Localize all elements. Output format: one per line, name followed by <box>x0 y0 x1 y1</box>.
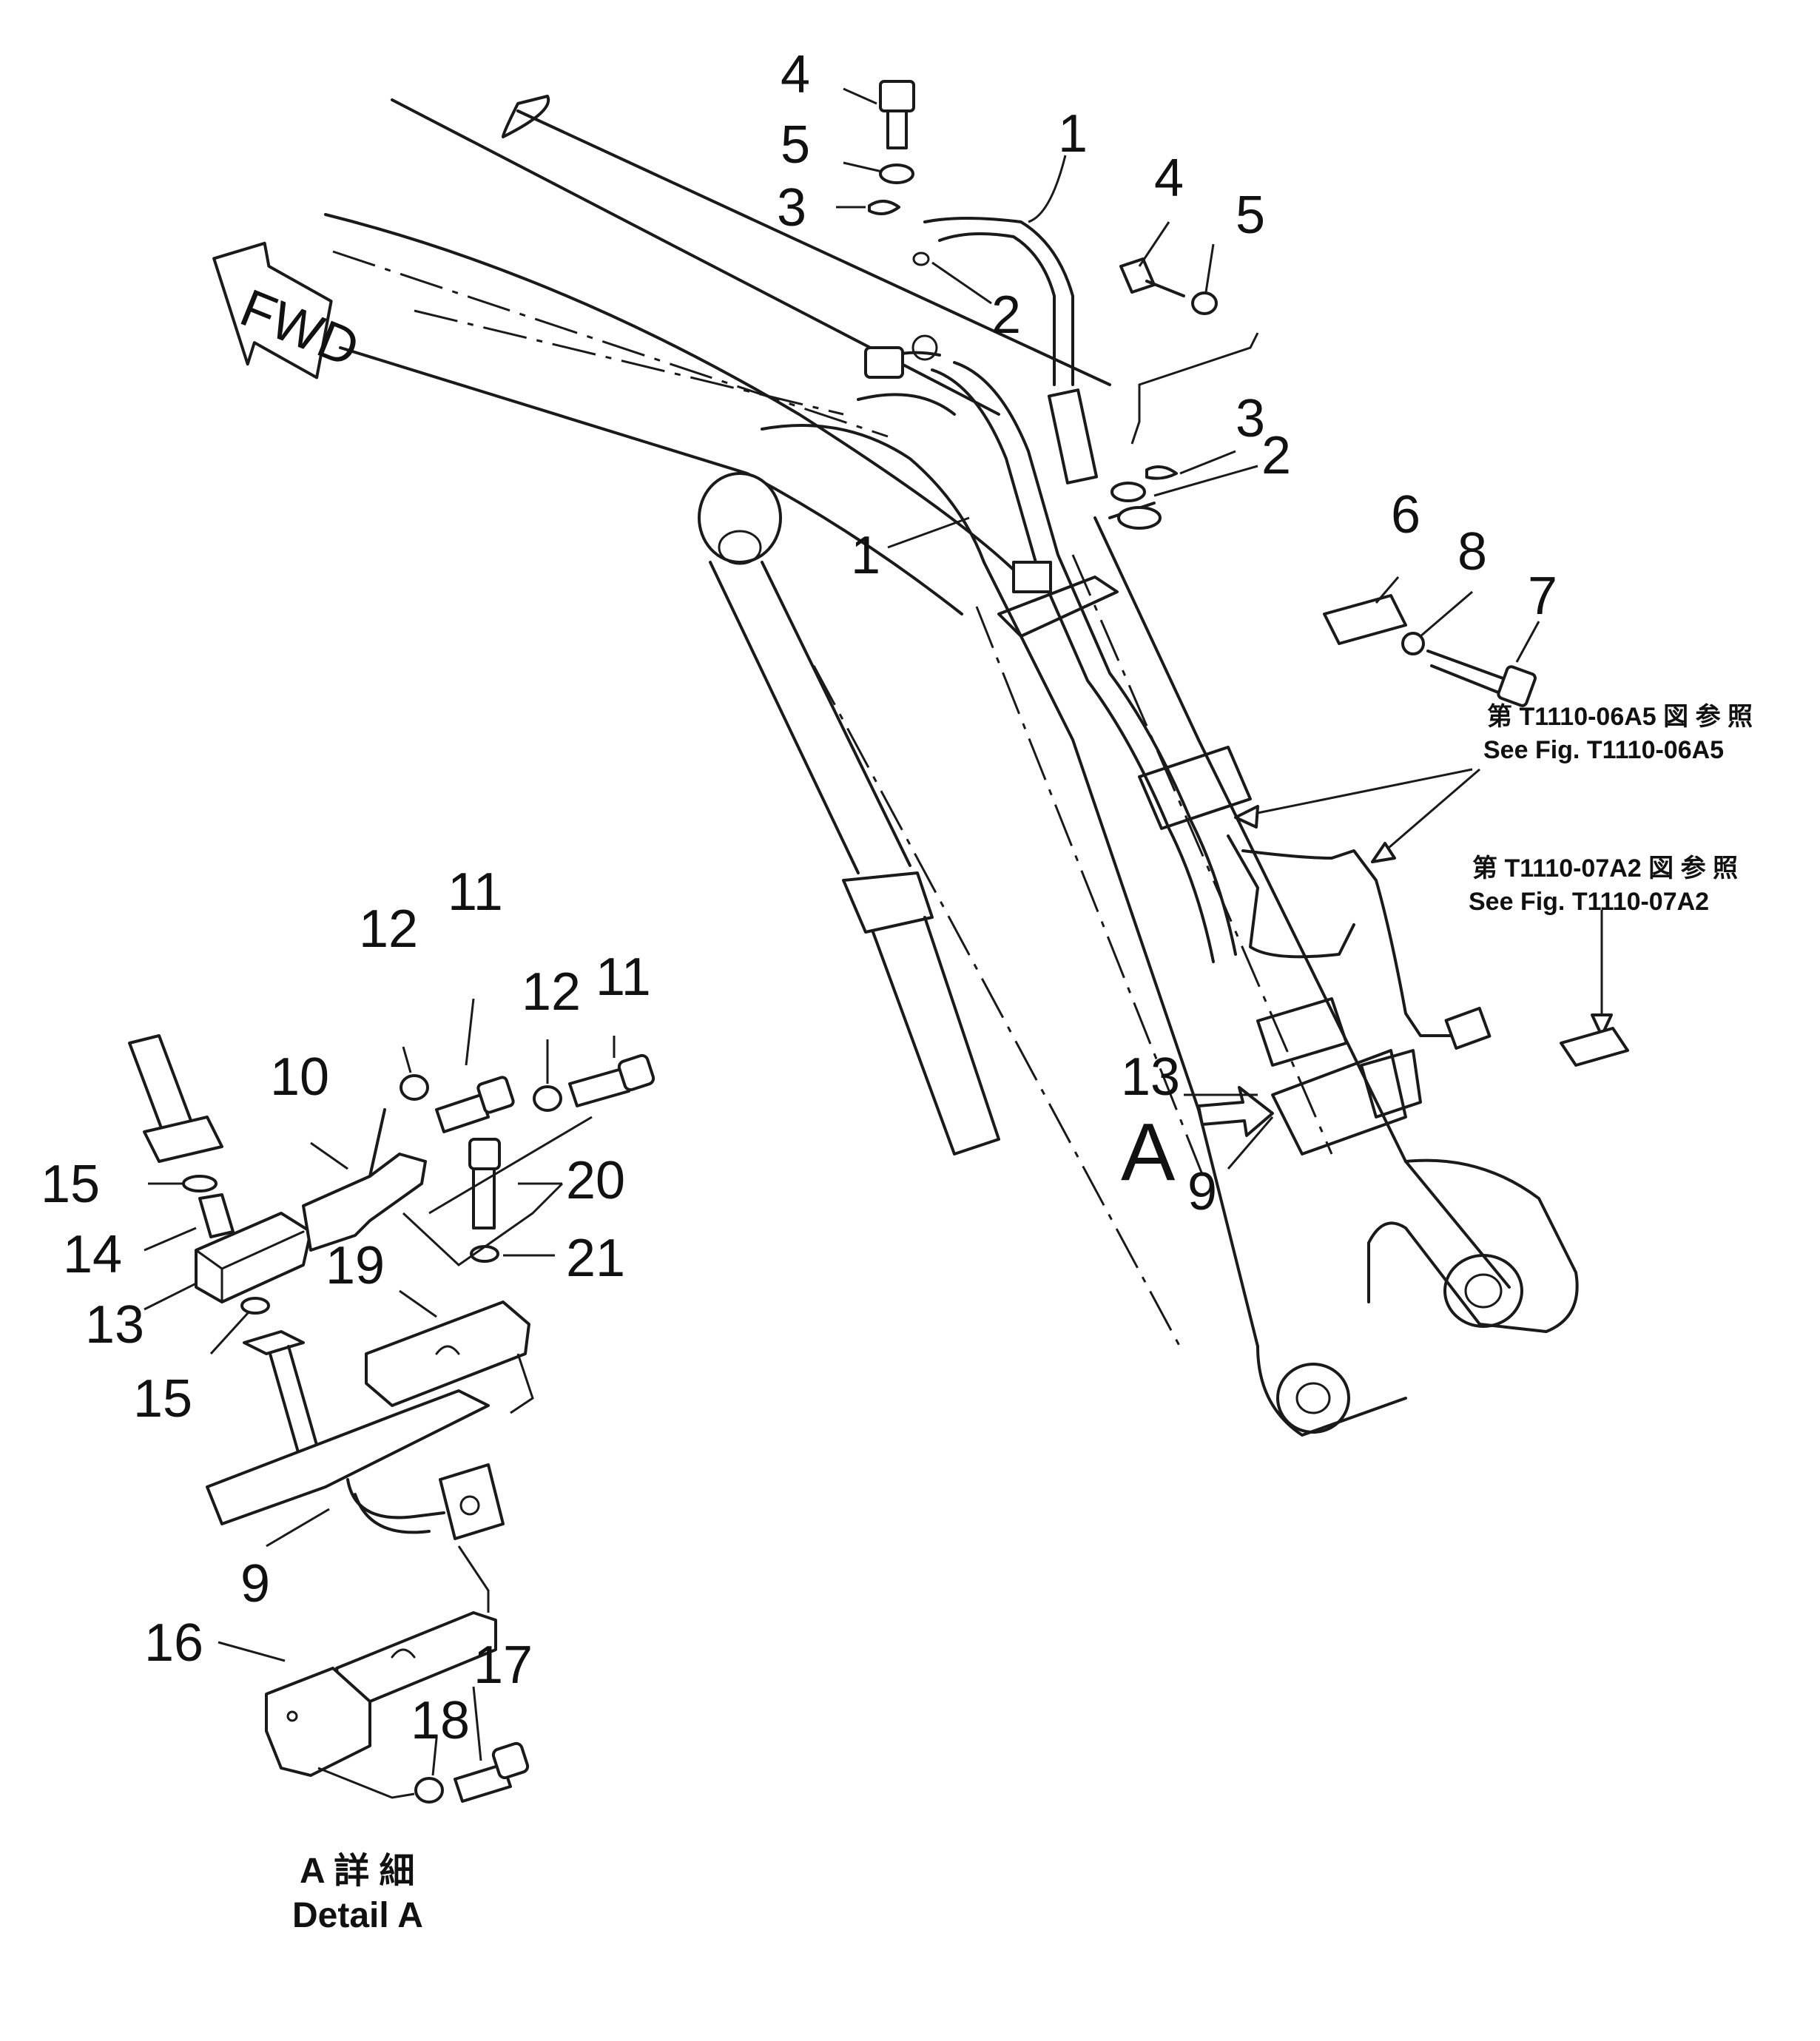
callout-4: 4 <box>781 45 810 104</box>
callout-21: 21 <box>566 1229 625 1288</box>
callout-19: 19 <box>326 1236 385 1295</box>
reference-jp-07a2: 第 T1110-07A2 図 参 照 <box>1472 854 1738 883</box>
callout-5: 5 <box>781 115 810 175</box>
detail-caption-jp: A 詳 細 <box>300 1852 415 1891</box>
boom-body <box>324 95 1579 1437</box>
leader-lines-detail <box>144 998 616 1799</box>
callout-9: 9 <box>1187 1162 1217 1221</box>
view-marker-a: A <box>1121 1107 1176 1198</box>
callout-3: 3 <box>1236 389 1265 448</box>
leader-lines-main <box>836 87 1540 1170</box>
detail-caption-en: Detail A <box>292 1896 423 1935</box>
reference-en-07a2: See Fig. T1110-07A2 <box>1469 888 1709 916</box>
callout-9: 9 <box>240 1554 270 1613</box>
callout-6: 6 <box>1391 485 1420 544</box>
callout-7: 7 <box>1528 567 1557 626</box>
reference-pointers <box>1197 768 1629 1137</box>
callout-18: 18 <box>411 1691 470 1750</box>
callout-13: 13 <box>85 1295 144 1355</box>
callout-12: 12 <box>522 962 581 1022</box>
callout-16: 16 <box>144 1613 203 1673</box>
callout-5: 5 <box>1236 186 1265 245</box>
callout-20: 20 <box>566 1151 625 1210</box>
reference-en-06a5: See Fig. T1110-06A5 <box>1483 736 1724 764</box>
callout-2: 2 <box>991 286 1021 345</box>
callout-1: 1 <box>1058 104 1088 163</box>
callout-10: 10 <box>270 1048 329 1107</box>
callout-12: 12 <box>359 900 418 959</box>
fwd-direction-arrow: FWD <box>212 241 367 379</box>
callout-11: 11 <box>596 948 651 1007</box>
callout-numbers-detail: 11 12 12 11 10 15 14 13 15 19 20 21 9 16… <box>41 863 651 1750</box>
callout-3: 3 <box>777 178 806 237</box>
clamp-parts-main <box>864 334 1492 1156</box>
detail-a-parts <box>128 1034 655 1804</box>
detail-caption: A 詳 細 Detail A <box>292 1852 423 1935</box>
hardware-upper <box>868 80 1537 707</box>
callout-4: 4 <box>1154 149 1184 208</box>
reference-jp-06a5: 第 T1110-06A5 図 参 照 <box>1487 703 1753 731</box>
callout-numbers-main: 4 5 3 1 2 4 5 3 2 1 6 8 7 13 9 A <box>777 45 1557 1221</box>
callout-1: 1 <box>851 526 880 585</box>
callout-17: 17 <box>473 1636 533 1695</box>
callout-14: 14 <box>63 1225 122 1284</box>
callout-2: 2 <box>1261 426 1291 485</box>
callout-11: 11 <box>448 863 503 922</box>
callout-8: 8 <box>1457 522 1487 581</box>
hose-assembly <box>872 217 1452 1037</box>
callout-15: 15 <box>133 1369 192 1428</box>
callout-13: 13 <box>1121 1048 1180 1107</box>
arm-cylinder <box>698 472 1185 1355</box>
callout-15: 15 <box>41 1155 100 1214</box>
figure-references: 第 T1110-06A5 図 参 照 See Fig. T1110-06A5 第… <box>1469 703 1753 916</box>
